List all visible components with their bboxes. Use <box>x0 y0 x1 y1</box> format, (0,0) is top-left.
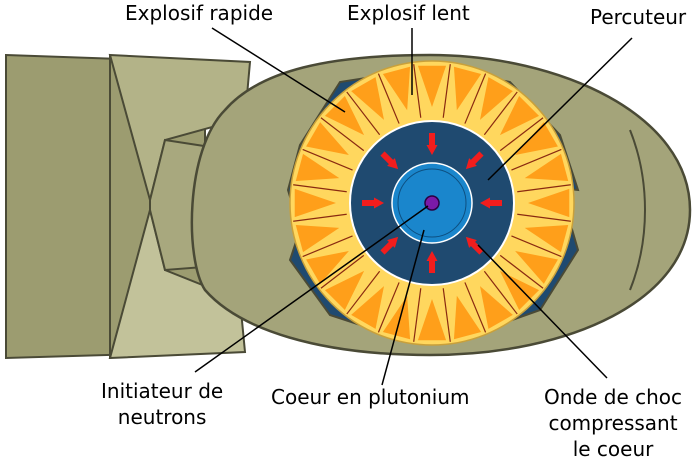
slow-explosive-wedge <box>324 270 365 311</box>
lens-divider <box>511 235 562 258</box>
slow-explosive-wedge <box>515 122 558 155</box>
lens-divider <box>483 91 518 136</box>
leader-explosif-rapide <box>211 27 346 113</box>
slow-explosive-wedge <box>295 153 340 182</box>
lens-divider <box>483 270 518 315</box>
slow-explosive-wedge <box>351 286 384 329</box>
label-coeur: Coeur en plutonium <box>271 385 470 409</box>
lens-divider <box>464 73 487 124</box>
slow-explosive-wedge <box>480 286 513 329</box>
leader-coeur <box>381 229 425 386</box>
tail-fins <box>5 53 252 360</box>
neutron-initiator <box>424 195 440 211</box>
leader-onde <box>477 244 608 379</box>
compression-arrow <box>465 236 484 255</box>
lens-divider <box>293 184 347 193</box>
label-explosif-lent: Explosif lent <box>347 1 470 25</box>
slow-explosive-wedge <box>306 251 349 284</box>
lens-divider <box>413 288 422 342</box>
lens-divider <box>302 235 353 258</box>
lens-divider <box>377 73 400 124</box>
compression-arrow <box>480 197 502 209</box>
slow-explosive-wedge <box>453 295 482 340</box>
compression-arrow <box>380 151 399 170</box>
compression-arrow <box>362 197 384 209</box>
compression-arrow <box>426 133 438 155</box>
compression-arrow <box>380 236 399 255</box>
slow-explosive-wedge <box>480 77 513 120</box>
slow-explosive-wedge <box>499 270 540 311</box>
slow-explosive-wedge <box>453 66 482 111</box>
ring-outer-edge <box>289 60 575 346</box>
slow-explosive-wedge <box>417 65 447 107</box>
fin-upper <box>108 53 252 204</box>
leader-percuteur <box>487 37 633 181</box>
leader-initiateur <box>194 205 429 373</box>
lens-divider <box>320 254 365 289</box>
slow-explosive-wedge <box>294 188 336 218</box>
label-percuteur: Percuteur <box>590 5 687 29</box>
lens-divider <box>517 213 571 222</box>
slow-explosive-wedge <box>524 224 569 253</box>
label-initiateur: Initiateur de neutrons <box>101 379 224 429</box>
slow-explosive-wedge <box>306 122 349 155</box>
slow-explosive-wedge <box>351 77 384 120</box>
lens-divider <box>302 148 353 171</box>
slow-explosive-wedge <box>295 224 340 253</box>
lens-divider <box>442 64 451 118</box>
slow-explosive-wedge <box>324 95 365 136</box>
slow-explosive-wedge <box>499 95 540 136</box>
label-explosif-rapide: Explosif rapide <box>125 1 274 25</box>
lens-divider <box>413 64 422 118</box>
lens-divider <box>346 91 381 136</box>
lens-divider <box>320 117 365 152</box>
compression-arrows <box>362 133 502 273</box>
lens-divider <box>464 282 487 333</box>
lens-divider <box>293 213 347 222</box>
compression-arrow <box>426 251 438 273</box>
explosive-lens-ring <box>289 60 575 346</box>
lens-divider <box>499 117 544 152</box>
lens-divider <box>511 148 562 171</box>
lens-divider <box>377 282 400 333</box>
label-onde: Onde de choc compressant le coeur <box>544 385 683 460</box>
lens-divider <box>499 254 544 289</box>
lens-divider <box>346 270 381 315</box>
slow-explosive-wedge <box>382 66 411 111</box>
casing-seam <box>629 129 646 291</box>
slow-explosive-wedge <box>524 153 569 182</box>
leader-lines <box>194 27 633 386</box>
slow-explosive-wedge <box>417 299 447 341</box>
compression-arrow <box>465 151 484 170</box>
slow-explosive-wedge <box>515 251 558 284</box>
lens-divider <box>442 288 451 342</box>
slow-explosive-wedge <box>528 188 570 218</box>
lens-divider <box>517 184 571 193</box>
